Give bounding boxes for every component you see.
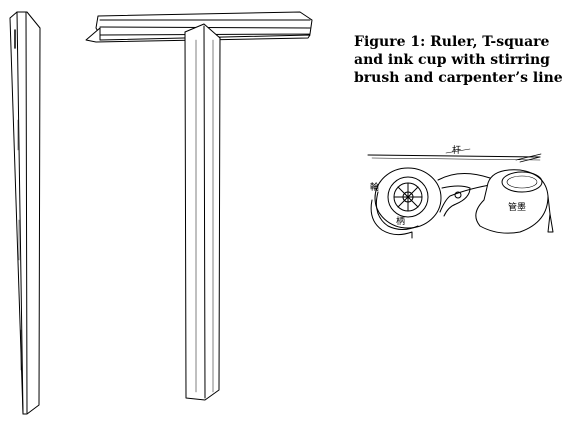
label-ink-cup: 管墨: [508, 201, 526, 213]
caption-line-2: and ink cup with stirring: [354, 52, 550, 68]
figure-caption: Figure 1: Ruler, T-square and ink cup wi…: [354, 33, 563, 87]
ruler-drawing: [9, 11, 41, 415]
label-handle: 柄: [396, 215, 405, 227]
caption-line-3: brush and carpenter’s line: [354, 70, 563, 86]
ink-cup-drawing: [367, 148, 554, 239]
t-square-drawing: [85, 11, 313, 401]
label-wheel: 輪: [370, 181, 379, 193]
label-line: 杆: [452, 144, 461, 156]
caption-line-1: Figure 1: Ruler, T-square: [354, 34, 550, 50]
